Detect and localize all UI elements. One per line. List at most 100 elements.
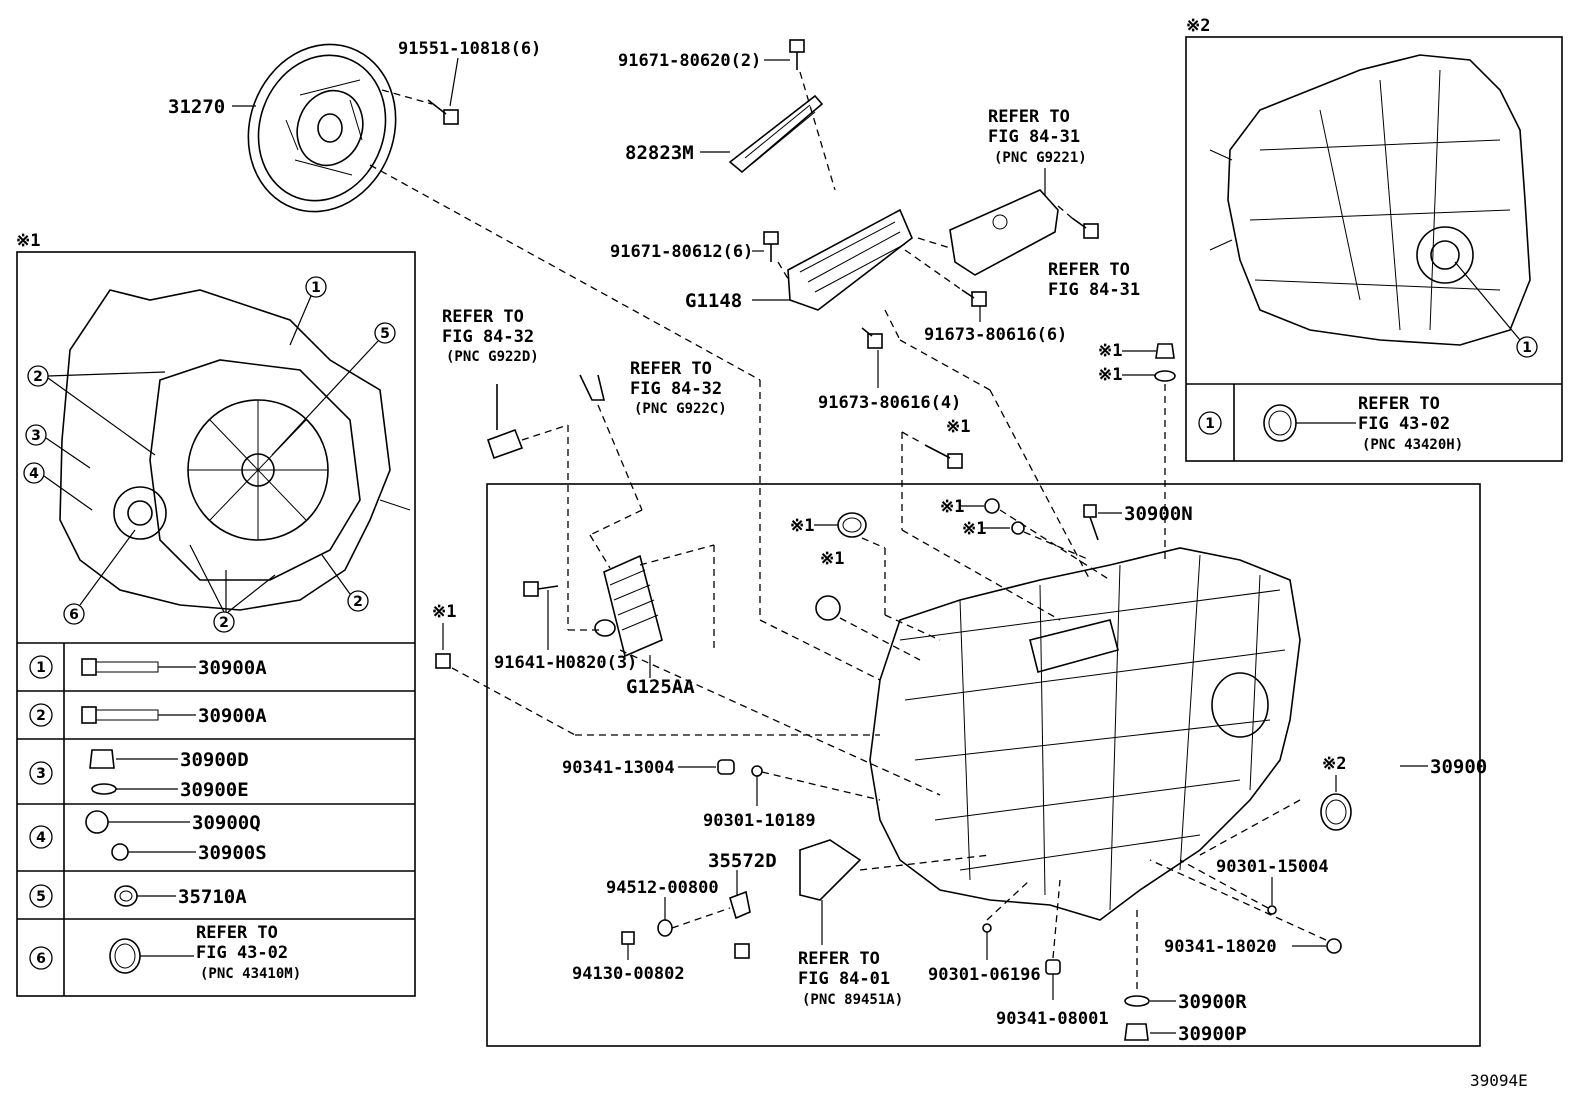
refer-g922d-l1: REFER TO — [442, 307, 524, 327]
svg-text:30900D: 30900D — [180, 749, 249, 771]
plug-90341-18020[interactable] — [1326, 938, 1342, 954]
washer-mark1[interactable] — [1154, 370, 1176, 382]
oring-90301-06196[interactable] — [982, 923, 992, 933]
bolt-fig84-31-part[interactable] — [1071, 217, 1099, 239]
oring-94512[interactable] — [657, 919, 673, 937]
callout-6: 6 — [63, 603, 85, 625]
mark-inset1: ※1 — [16, 231, 40, 251]
bracket-82823m-part[interactable] — [728, 94, 824, 174]
refer-g922d-l2: FIG 84-32 — [442, 327, 534, 347]
bolt-94130[interactable] — [621, 931, 635, 945]
bolt-91673-80616-6-part[interactable] — [961, 289, 987, 307]
svg-text:1: 1 — [1522, 340, 1532, 356]
oring-mark1-2[interactable] — [815, 595, 841, 621]
oil-cooler-part[interactable] — [594, 554, 663, 658]
refer-43420h-l3: (PNC 43420H) — [1362, 437, 1463, 453]
transaxle-frame — [486, 483, 1481, 1047]
callout-1: 1 — [305, 276, 327, 298]
mark-m1-b: ※1 — [962, 519, 986, 539]
mark-m2-oring: ※2 — [1322, 754, 1346, 774]
mark-m1-oring1: ※1 — [790, 516, 814, 536]
refer-89451a-l3: (PNC 89451A) — [802, 992, 903, 1008]
label-90301-10189: 90301-10189 — [703, 811, 816, 831]
svg-text:4: 4 — [29, 466, 39, 482]
mark-m1-left: ※1 — [432, 602, 456, 622]
label-31270: 31270 — [168, 96, 225, 118]
callout-5: 5 — [374, 322, 396, 344]
label-91673-80616-4: 91673-80616(4) — [818, 393, 961, 413]
refer-89451a-l1: REFER TO — [798, 949, 880, 969]
label-30900r: 30900R — [1178, 991, 1247, 1013]
oring-90301-15004[interactable] — [1267, 905, 1277, 915]
bolt-91671-80612-part[interactable] — [763, 231, 779, 262]
legend1-row-4: 4 30900Q 30900S — [29, 810, 267, 864]
sensor-35572d-part[interactable] — [729, 890, 751, 920]
pipe-g922c-part[interactable] — [579, 374, 606, 401]
svg-text:REFER TO: REFER TO — [196, 923, 278, 943]
refer-g922c-l2: FIG 84-32 — [630, 379, 722, 399]
svg-text:(PNC 43410M): (PNC 43410M) — [200, 966, 301, 982]
label-90301-15004: 90301-15004 — [1216, 857, 1329, 877]
label-94130-00802: 94130-00802 — [572, 964, 685, 984]
label-90341-13004: 90341-13004 — [562, 758, 675, 778]
svg-text:30900E: 30900E — [180, 779, 249, 801]
plug-90341-08001[interactable] — [1045, 959, 1061, 975]
bolt-91551-part[interactable] — [427, 99, 459, 125]
housing-view-2 — [1209, 54, 1531, 346]
oring-mark2[interactable] — [1320, 793, 1352, 831]
label-91641-h0820: 91641-H0820(3) — [494, 653, 637, 673]
label-90301-06196: 90301-06196 — [928, 965, 1041, 985]
legend1-row-2: 2 30900A — [29, 703, 267, 727]
sensor-89451a-part[interactable] — [734, 839, 862, 959]
refer-fig84-31-l2: FIG 84-31 — [1048, 280, 1140, 300]
refer-g9221-l3: (PNC G9221) — [994, 150, 1087, 166]
washer-30900r[interactable] — [1124, 995, 1150, 1007]
oring-mark1-1[interactable] — [837, 512, 867, 538]
refer-43420h-l1: REFER TO — [1358, 394, 1440, 414]
plug-mark1[interactable] — [1155, 343, 1175, 359]
housing-view-1 — [59, 289, 411, 611]
bolt-mark1-left-part[interactable] — [435, 653, 451, 669]
label-90341-08001: 90341-08001 — [996, 1009, 1109, 1029]
callout-2b: 2 — [213, 611, 235, 633]
bolt-91641-part[interactable] — [523, 581, 559, 597]
mark-m1-bolt: ※1 — [946, 417, 970, 437]
mark-m1-washer: ※1 — [1098, 365, 1122, 385]
label-82823m: 82823M — [625, 142, 694, 164]
bolt-91673-80616-4-part[interactable] — [861, 327, 883, 349]
mark-m1-a: ※1 — [940, 497, 964, 517]
clutch-cover-part[interactable] — [225, 24, 418, 233]
svg-text:2: 2 — [353, 594, 363, 610]
label-91551-10818: 91551-10818(6) — [398, 39, 541, 59]
pipe-g922d-part[interactable] — [486, 384, 524, 460]
svg-text:1: 1 — [36, 660, 46, 676]
seal-mark1-a[interactable] — [984, 498, 1000, 514]
label-g125aa: G125AA — [626, 676, 695, 698]
cover-g9221-part[interactable] — [949, 189, 1059, 276]
bolt-91671-80620-part[interactable] — [789, 39, 805, 70]
transaxle-assembly-part[interactable] — [869, 547, 1301, 921]
svg-text:FIG 43-02: FIG 43-02 — [196, 943, 288, 963]
label-30900p: 30900P — [1178, 1023, 1247, 1045]
callout-3: 3 — [25, 424, 47, 446]
plug-90341-13004-part[interactable] — [717, 759, 735, 775]
label-30900n: 30900N — [1124, 503, 1193, 525]
part-30900n[interactable] — [1083, 504, 1099, 541]
plug-30900p[interactable] — [1124, 1023, 1149, 1041]
svg-text:30900Q: 30900Q — [192, 812, 261, 834]
callout-4: 4 — [23, 462, 45, 484]
svg-text:3: 3 — [36, 766, 46, 782]
svg-text:2: 2 — [219, 615, 229, 631]
refer-g922c-l3: (PNC G922C) — [634, 401, 727, 417]
label-91671-80620: 91671-80620(2) — [618, 51, 761, 71]
svg-text:6: 6 — [69, 607, 79, 623]
bolt-mark1-center-part[interactable] — [924, 444, 963, 469]
svg-text:3: 3 — [31, 428, 41, 444]
label-91673-80616-6: 91673-80616(6) — [924, 325, 1067, 345]
refer-g9221-l2: FIG 84-31 — [988, 127, 1080, 147]
legend2-row-1: 1 — [1198, 404, 1356, 442]
callout-2a: 2 — [27, 365, 49, 387]
seal-mark1-b[interactable] — [1011, 521, 1025, 535]
ecu-g1148-part[interactable] — [787, 208, 913, 311]
